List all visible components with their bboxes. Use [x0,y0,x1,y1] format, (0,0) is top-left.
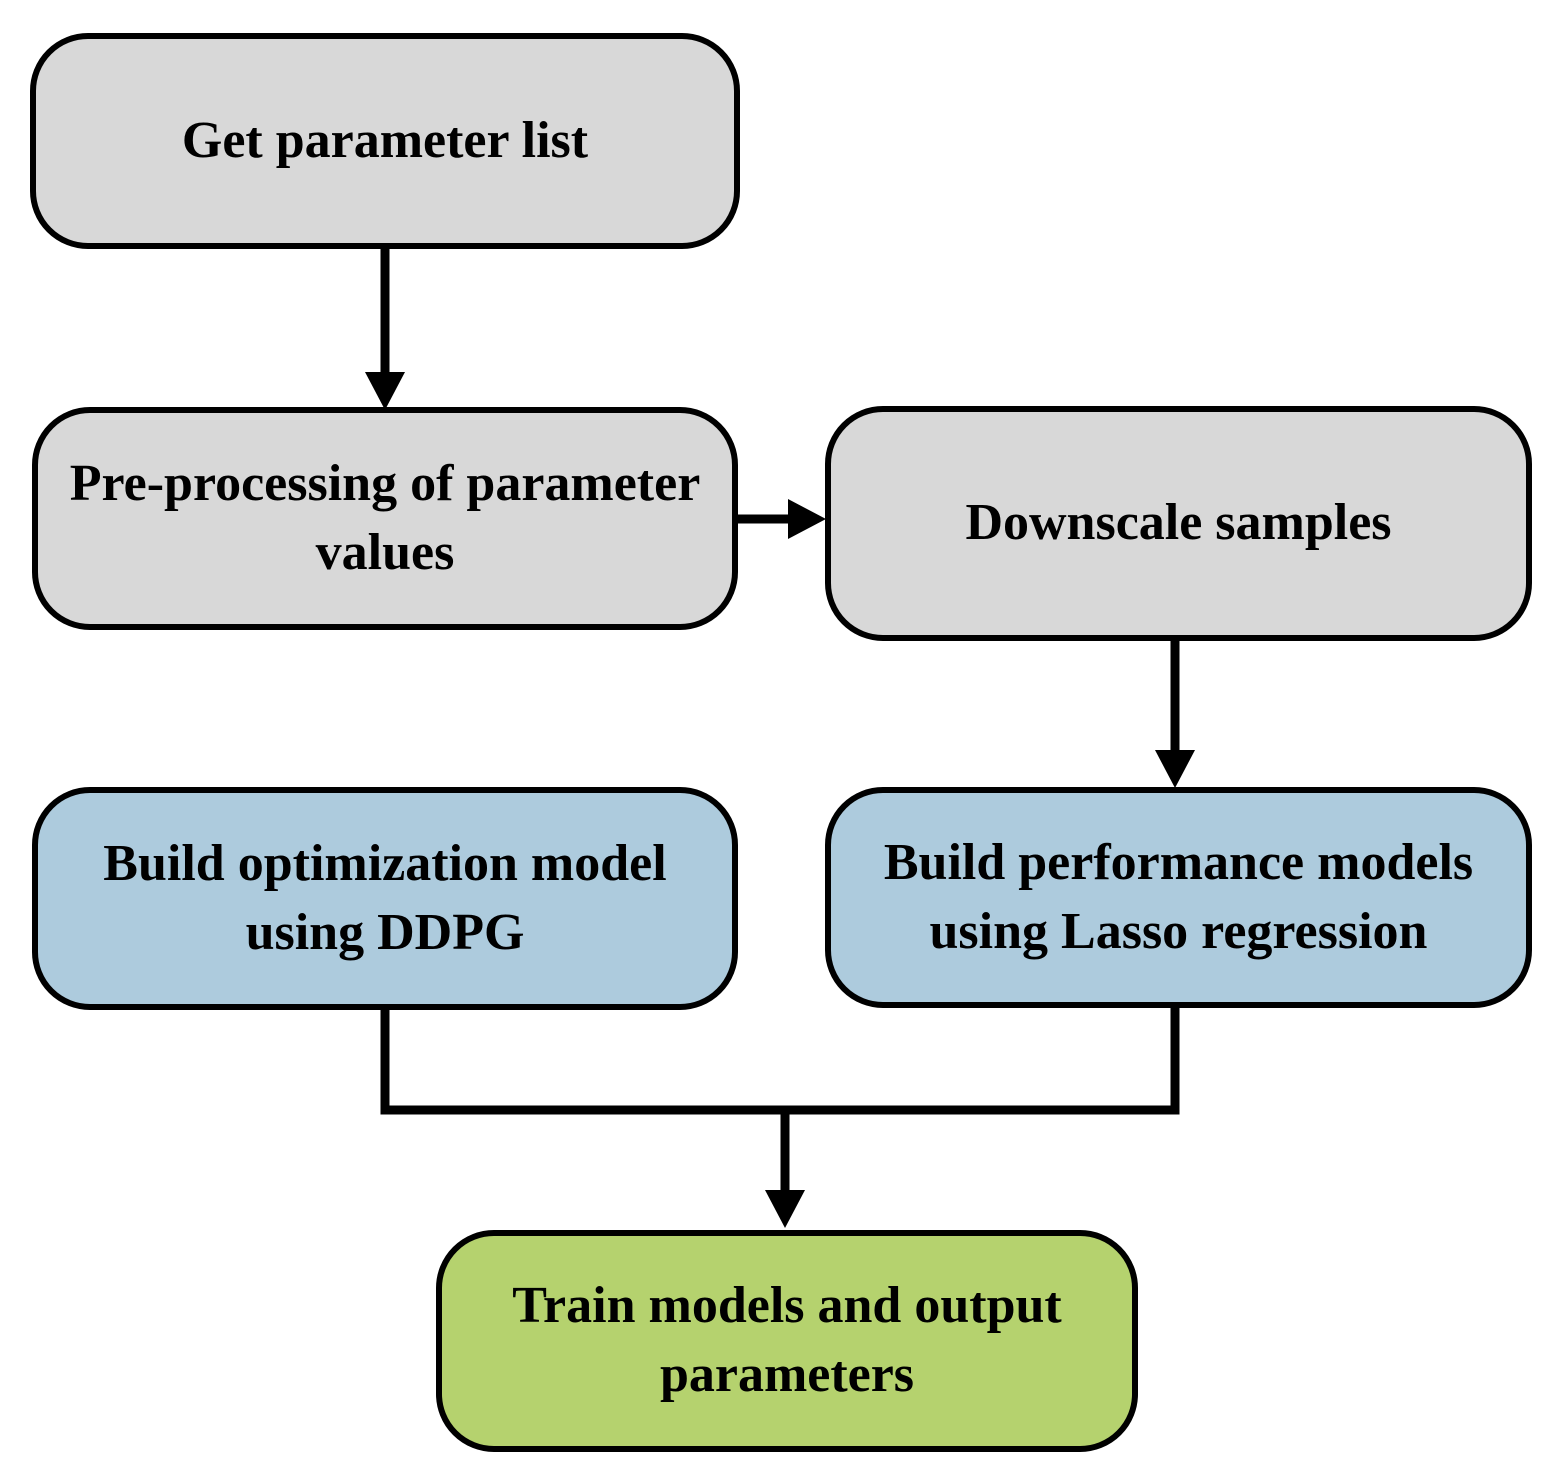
node-downscale-samples-label: Downscale samples [965,494,1392,552]
node-get-parameter-list-label: Get parameter list [181,111,589,169]
node-build-performance-models-label: Build performance models using Lasso reg… [883,833,1474,960]
node-build-optimization-model: Build optimization model using DDPG [32,787,738,1010]
node-get-parameter-list: Get parameter list [30,33,740,249]
merge-connector [380,1001,1180,1115]
node-train-models: Train models and output parameters [436,1230,1138,1452]
node-build-optimization-model-label: Build optimization model using DDPG [103,834,667,961]
node-train-models-label: Train models and output parameters [512,1277,1062,1403]
node-build-performance-models: Build performance models using Lasso reg… [825,787,1532,1008]
node-pre-processing-label: Pre-processing of parameter values [69,454,701,581]
arrow-merge-to-train [765,1110,805,1228]
node-downscale-samples: Downscale samples [825,406,1532,641]
node-pre-processing: Pre-processing of parameter values [32,407,738,630]
arrow-get-to-preprocessing [365,247,405,410]
arrow-downscale-to-performance [1155,639,1195,788]
arrow-preprocessing-to-downscale [734,499,826,539]
